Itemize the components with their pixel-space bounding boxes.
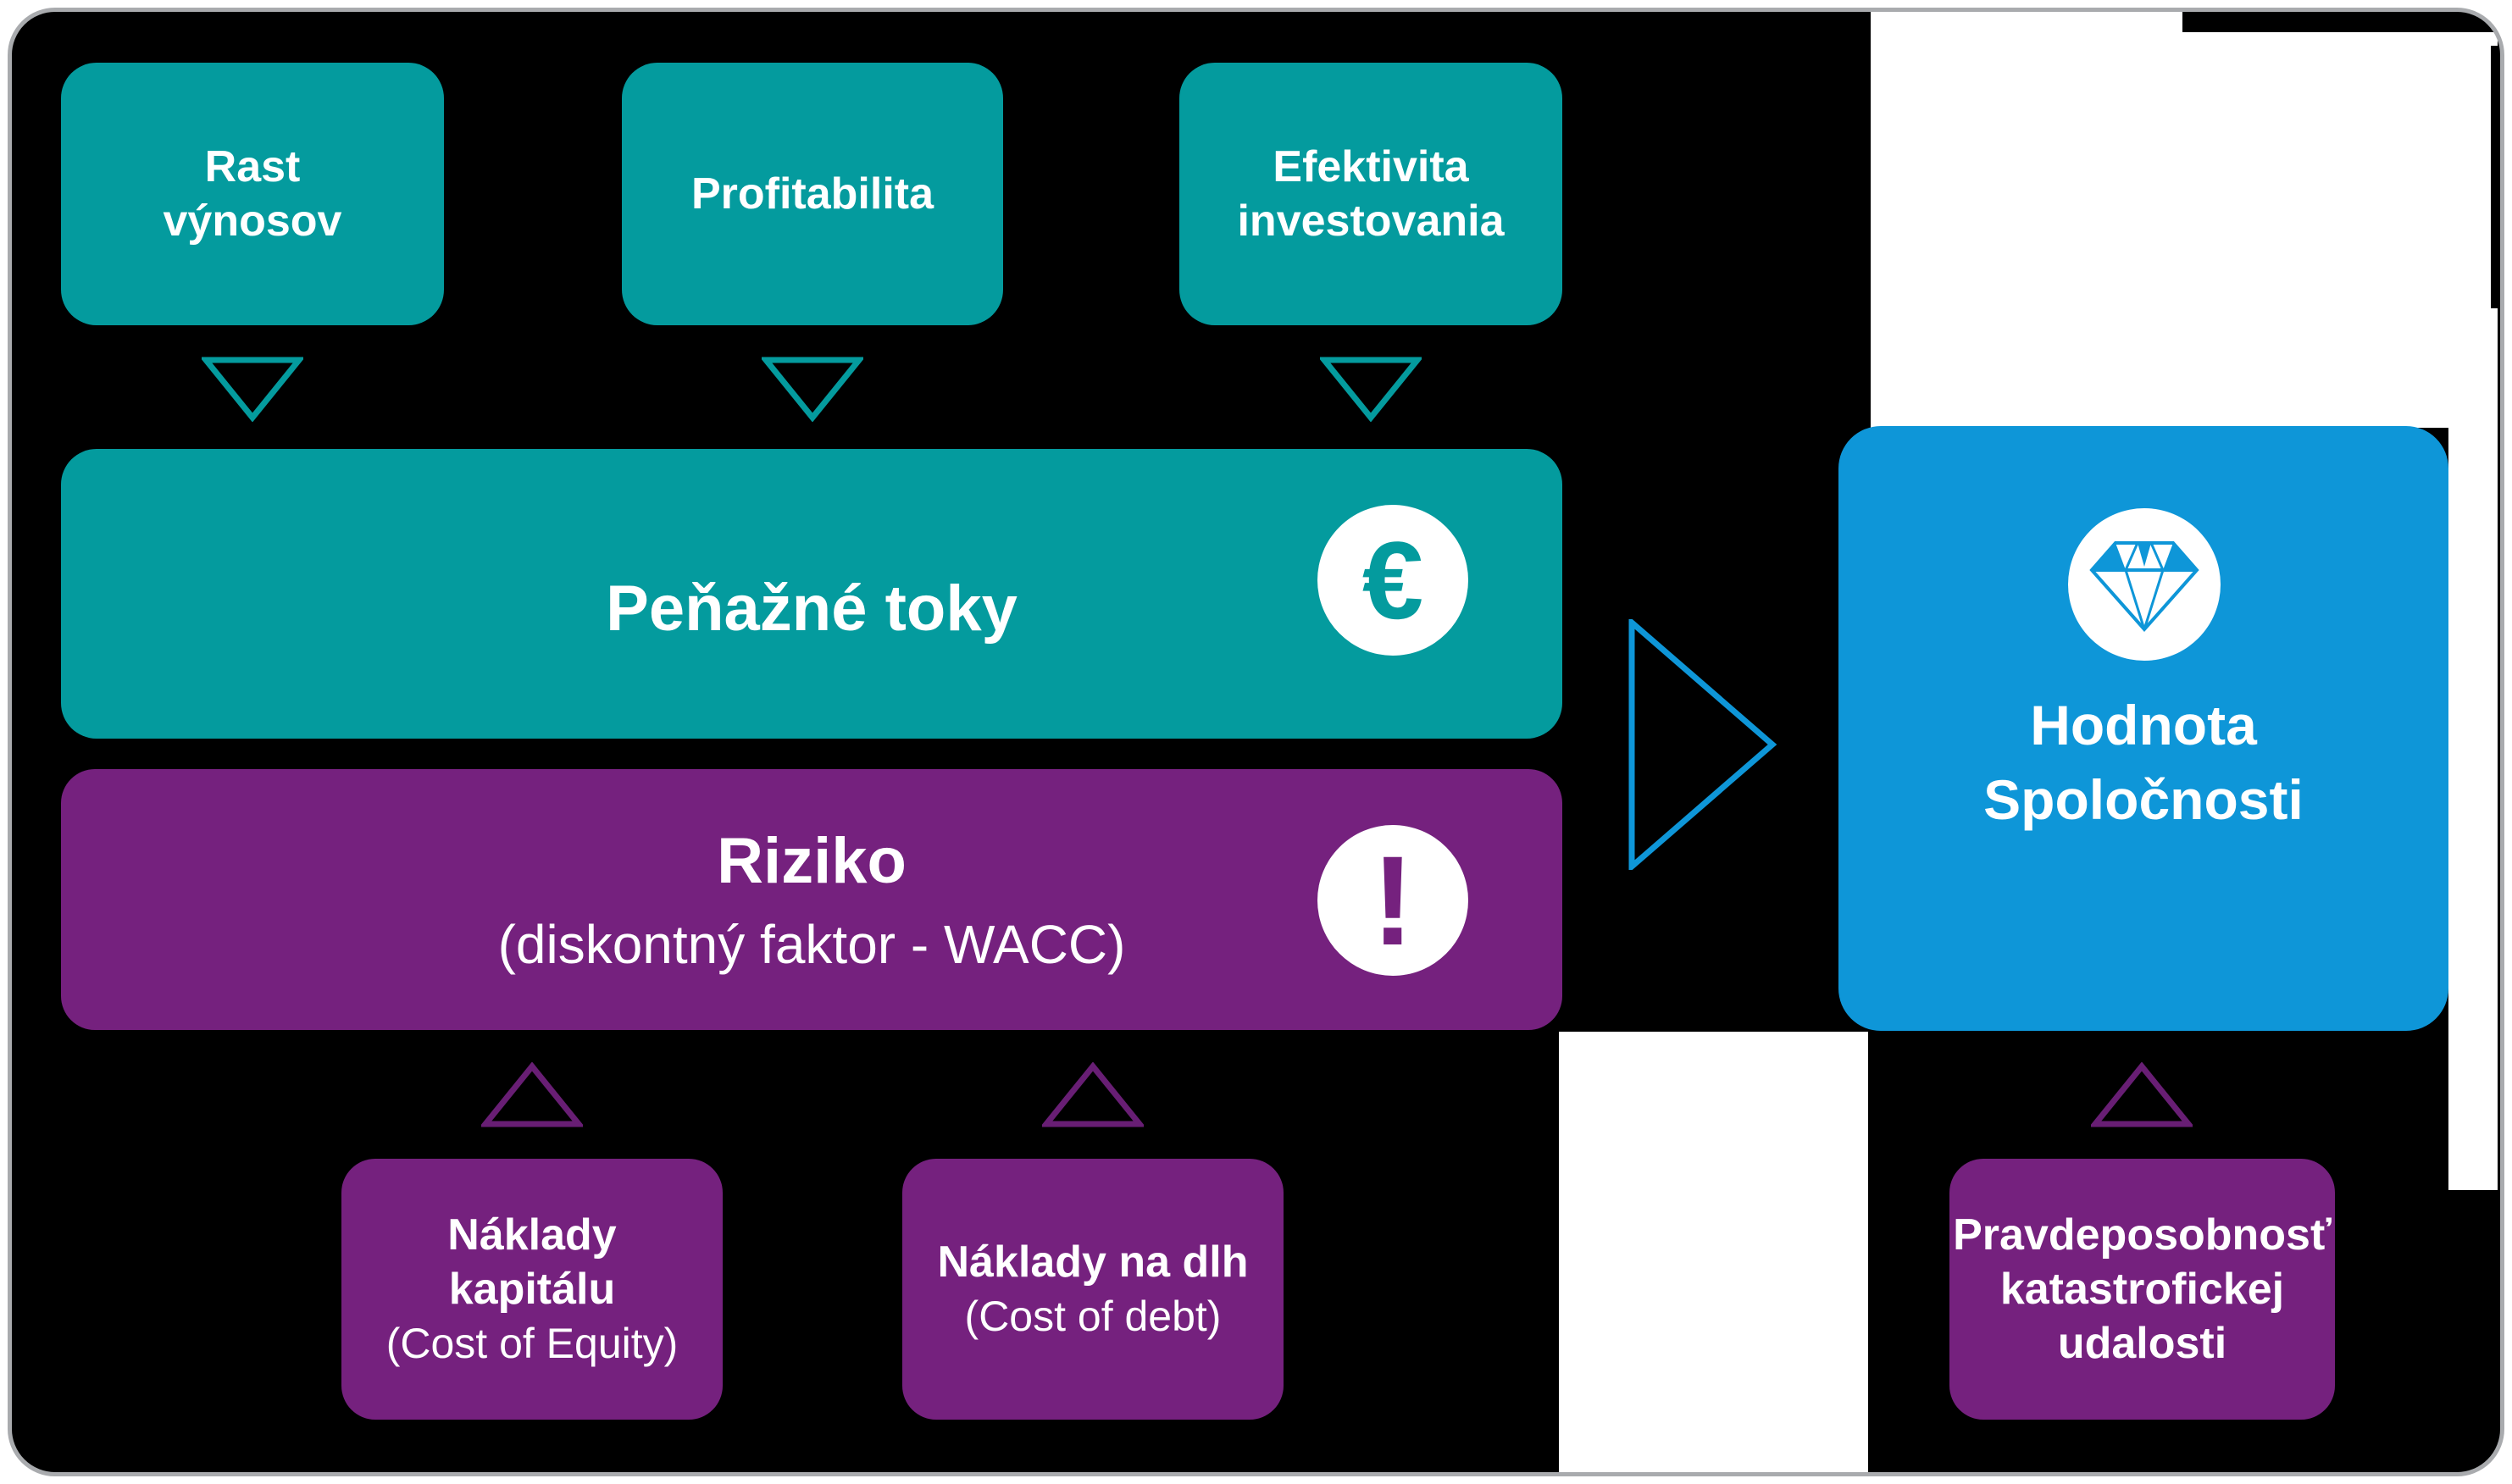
box-revenue-growth: Rast výnosov <box>61 63 444 325</box>
background-sliver <box>2491 46 2502 308</box>
box-cash-flows: Peňažné toky <box>61 449 1562 739</box>
box-risk-title: Riziko <box>717 824 907 897</box>
diamond-icon <box>2068 508 2221 661</box>
background-patch-top-right <box>2182 32 2498 428</box>
box-revenue-growth-line1: Rast <box>204 142 301 191</box>
background-patch-right-edge <box>2448 32 2498 1190</box>
box-investment-efficiency: Efektivita investovania <box>1179 63 1562 325</box>
box-company-value-label: Hodnota Spoločnosti <box>1838 688 2448 837</box>
box-company-value-line2: Spoločnosti <box>1983 768 2304 831</box>
exclamation-icon: ! <box>1317 825 1468 976</box>
right-arrow-icon <box>1628 619 1777 870</box>
up-arrow-icon <box>481 1062 583 1127</box>
box-catastrophic-event-line1: Pravdeposobnosť <box>1953 1210 2332 1260</box>
box-cost-of-equity: Náklady kapitálu (Cost of Equity) <box>341 1159 723 1420</box>
box-cost-of-equity-line2: kapitálu <box>448 1265 616 1314</box>
box-cash-flows-label: Peňažné toky <box>606 572 1018 645</box>
box-catastrophic-event: Pravdeposobnosť katastrofickej udalosti <box>1949 1159 2335 1420</box>
box-revenue-growth-line2: výnosov <box>163 197 342 246</box>
down-arrow-icon <box>762 357 863 422</box>
euro-glyph: € <box>1361 518 1424 642</box>
box-risk: Riziko (diskontný faktor - WACC) <box>61 769 1562 1030</box>
box-cost-of-debt-line2: (Cost of debt) <box>964 1293 1222 1340</box>
down-arrow-icon <box>1320 357 1422 422</box>
box-investment-efficiency-line2: investovania <box>1237 197 1505 246</box>
box-profitability: Profitabilita <box>622 63 1003 325</box>
box-cost-of-equity-line3: (Cost of Equity) <box>385 1320 679 1367</box>
euro-icon: € <box>1317 505 1468 656</box>
box-profitability-label: Profitabilita <box>690 169 934 219</box>
box-catastrophic-event-line2: katastrofickej <box>1999 1265 2285 1314</box>
box-catastrophic-event-line3: udalosti <box>2057 1319 2227 1368</box>
background-patch-bottom <box>1559 1032 1868 1473</box>
box-cost-of-equity-line1: Náklady <box>447 1210 617 1260</box>
box-risk-subtitle: (diskontný faktor - WACC) <box>497 913 1126 975</box>
box-cost-of-debt-line1: Náklady na dlh <box>937 1238 1249 1287</box>
exclamation-glyph: ! <box>1372 828 1414 972</box>
box-cost-of-debt: Náklady na dlh (Cost of debt) <box>902 1159 1284 1420</box>
up-arrow-icon <box>1042 1062 1144 1127</box>
diamond-glyph <box>2089 541 2199 633</box>
box-investment-efficiency-line1: Efektivita <box>1273 142 1469 191</box>
box-company-value-line1: Hodnota <box>2030 694 2257 756</box>
background-patch-right-band <box>1871 11 2182 432</box>
up-arrow-icon <box>2091 1062 2193 1127</box>
down-arrow-icon <box>202 357 303 422</box>
